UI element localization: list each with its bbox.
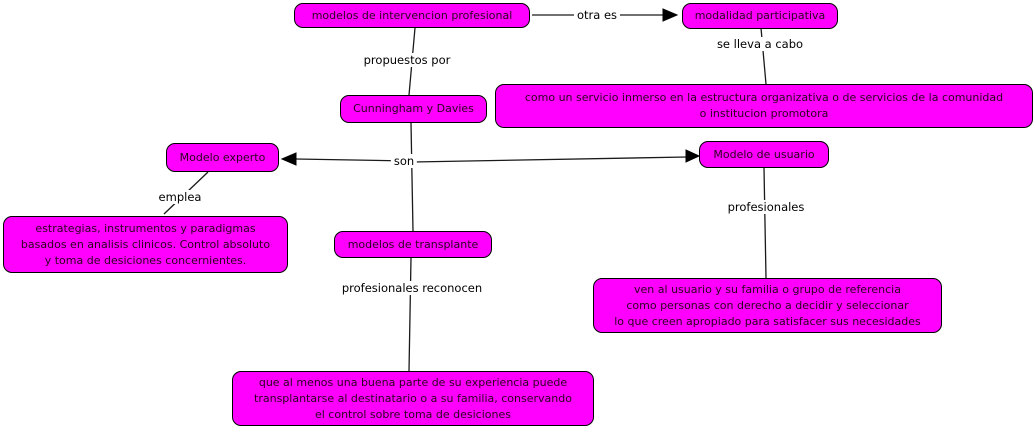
link-label-emplea[interactable]: emplea (155, 190, 205, 204)
arrowhead-otra-es-icon (662, 8, 679, 22)
node-modelo-de-usuario[interactable]: Modelo de usuario (699, 141, 829, 168)
link-label-se-lleva-a-cabo[interactable]: se lleva a cabo (713, 37, 807, 51)
link-label-son[interactable]: son (390, 154, 418, 168)
edge-profesionales-reconocen (408, 257, 412, 372)
arrowhead-son-usuario-icon (685, 149, 701, 163)
arrowhead-son-experto-icon (280, 152, 297, 166)
node-modelos-intervencion-profesional[interactable]: modelos de intervencion profesional (294, 3, 530, 28)
node-modalidad-participativa[interactable]: modalidad participativa (682, 3, 838, 29)
link-label-profesionales-reconocen[interactable]: profesionales reconocen (338, 281, 486, 295)
node-servicio-inmerso[interactable]: como un servicio inmerso en la estructur… (495, 84, 1033, 128)
edge-profesionales (763, 167, 767, 279)
node-que-al-menos[interactable]: que al menos una buena parte de su exper… (232, 371, 594, 426)
edge-son-to-usuario (412, 156, 688, 163)
edge-cunningham-to-transplante (410, 122, 414, 232)
node-modelo-experto[interactable]: Modelo experto (166, 143, 279, 172)
node-modelos-de-transplante[interactable]: modelos de transplante (334, 231, 492, 258)
link-label-profesionales[interactable]: profesionales (724, 200, 808, 214)
node-ven-al-usuario[interactable]: ven al usuario y su familia o grupo de r… (593, 278, 942, 333)
link-label-otra-es[interactable]: otra es (573, 8, 621, 22)
link-label-propuestos-por[interactable]: propuestos por (360, 53, 454, 67)
node-estrategias-clinicas[interactable]: estrategias, instrumentos y paradigmas b… (3, 216, 288, 273)
node-cunningham-y-davies[interactable]: Cunningham y Davies (340, 95, 487, 123)
